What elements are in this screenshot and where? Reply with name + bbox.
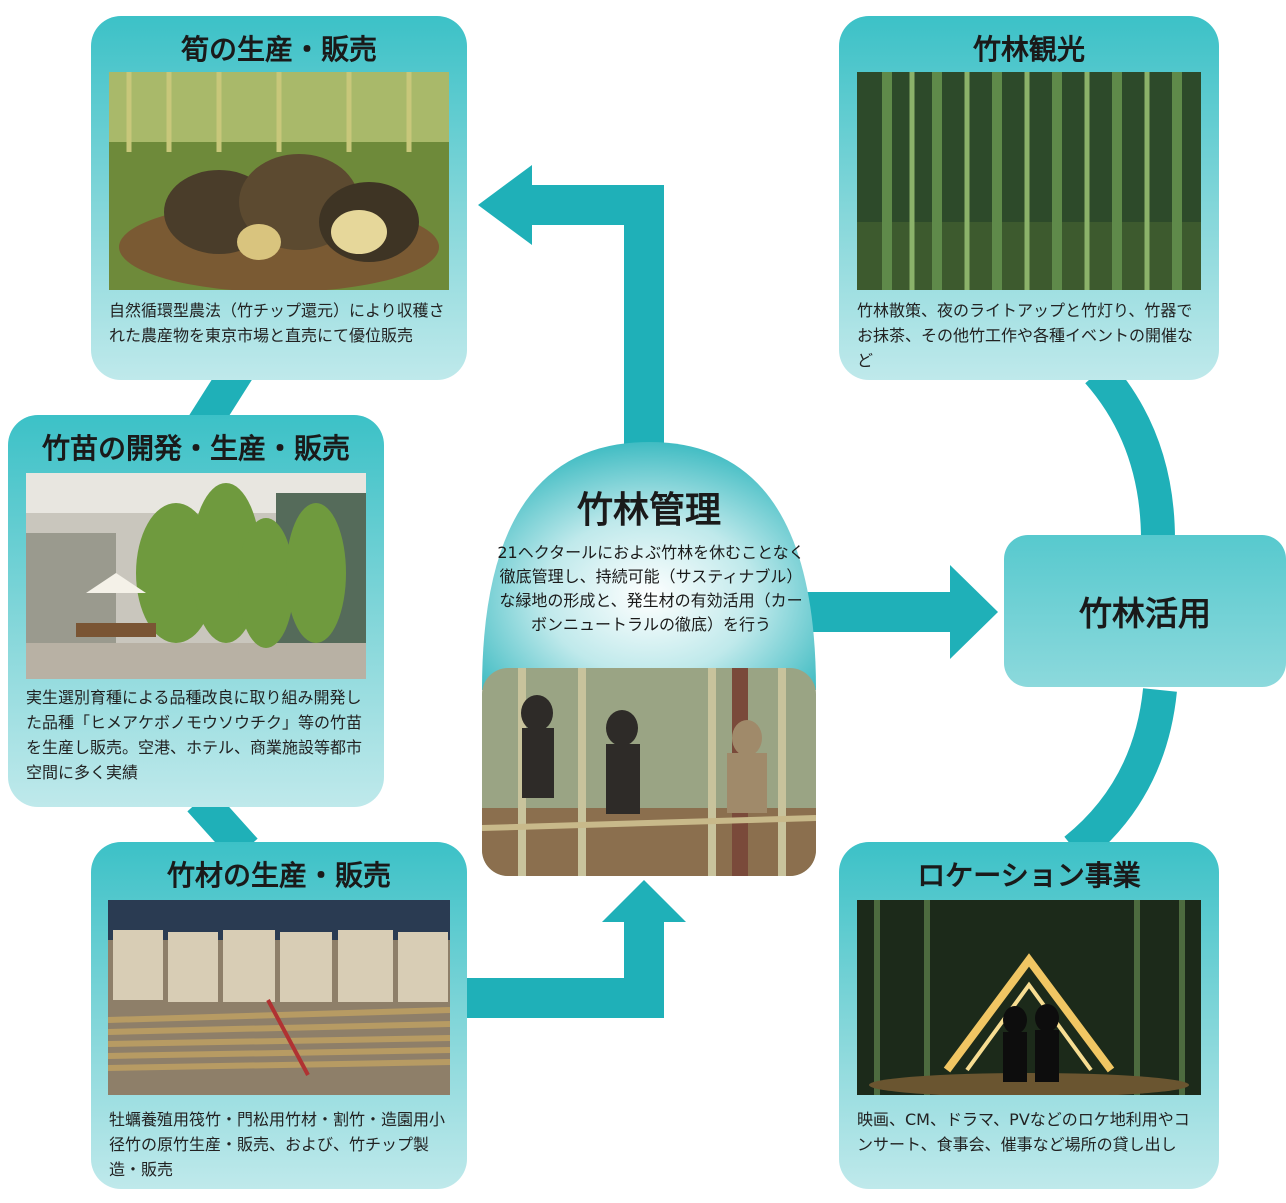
card-shoots: 筍の生産・販売 自然循環型農法（竹チップ還元）により収穫された農産物を東京市場と… — [91, 16, 467, 380]
arrow-head-up-icon — [602, 880, 686, 922]
card-seedlings-description: 実生選別育種による品種改良に取り組み開発した品種「ヒメアケボノモウソウチク」等の… — [26, 688, 363, 782]
card-shoots-description: 自然循環型農法（竹チップ還元）により収穫された農産物を東京市場と直売にて優位販売 — [109, 301, 445, 345]
workers-photo — [482, 668, 816, 876]
arrow-to-hub — [800, 592, 962, 632]
card-location-title: ロケーション事業 — [917, 859, 1141, 892]
card-location: ロケーション事業 映画、CM、ドラマ、PVなどのロケ地利用やコンサート、食事会、… — [839, 842, 1219, 1189]
center-title: 竹林管理 — [576, 489, 721, 531]
center-dome — [482, 442, 816, 690]
arrow-head-left-icon — [478, 165, 532, 245]
arrow-from-materials — [466, 920, 664, 1018]
ring-connector-left-bottom — [187, 788, 258, 862]
card-tourism-description: 竹林散策、夜のライトアップと竹灯り、竹器でお抹茶、その他竹工作や各種イベントの開… — [857, 301, 1194, 370]
card-materials-title: 竹材の生産・販売 — [166, 859, 391, 892]
card-materials-description: 牡蠣養殖用筏竹・門松用竹材・割竹・造園用小径竹の原竹生産・販売、および、竹チップ… — [109, 1110, 446, 1179]
card-materials: 竹材の生産・販売 牡蠣養殖用筏竹・門松用竹材・割竹・造園用小径竹の原竹生産・販売… — [91, 842, 467, 1189]
center-description: 21ヘクタールにおよぶ竹林を休むことなく徹底管理し、持続可能（サスティナブル）な… — [497, 543, 805, 634]
bamboo-materials-photo — [108, 900, 450, 1095]
hub-title: 竹林活用 — [1079, 594, 1211, 633]
hub-card: 竹林活用 — [1004, 535, 1286, 687]
arrow-head-right-icon — [950, 565, 998, 659]
bamboo-forest-photo — [857, 72, 1201, 290]
ring-connector-right-top — [1085, 360, 1175, 541]
card-location-description: 映画、CM、ドラマ、PVなどのロケ地利用やコンサート、食事会、催事など場所の貸し… — [857, 1110, 1190, 1154]
card-shoots-title: 筍の生産・販売 — [180, 33, 377, 66]
card-tourism: 竹林観光 竹林散策、夜のライトアップと竹灯り、竹器でお抹茶、その他竹工作や各種イ… — [839, 16, 1219, 380]
card-seedlings-title: 竹苗の開発・生産・販売 — [41, 432, 350, 465]
card-seedlings: 竹苗の開発・生産・販売 実生選別育種による品種改良に取り組み開発した品種「ヒメア… — [8, 415, 384, 807]
arrow-to-shoots — [522, 185, 664, 460]
ring-connector-right-bottom — [1064, 688, 1177, 864]
courtyard-bamboo-photo — [26, 473, 366, 679]
card-tourism-title: 竹林観光 — [972, 33, 1085, 66]
bamboo-shoots-photo — [109, 72, 449, 290]
illuminated-arch-photo — [857, 900, 1201, 1095]
